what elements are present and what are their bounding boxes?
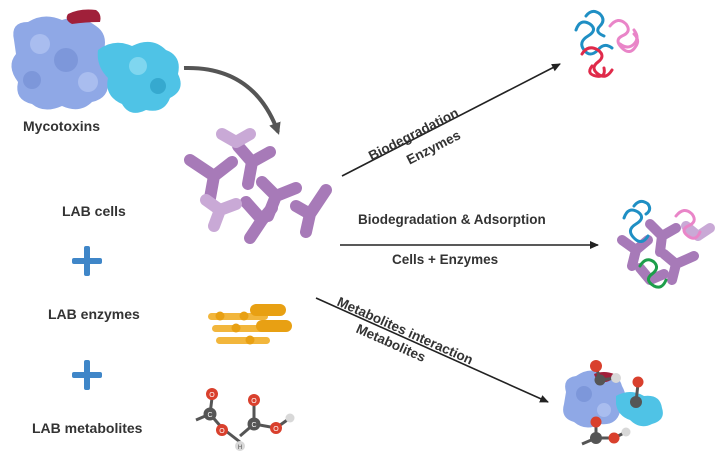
hydrogen-atom: H [238, 445, 242, 451]
plus-icon [72, 246, 102, 276]
carbon-atom: C [207, 412, 212, 419]
oxygen-atom: O [209, 392, 215, 399]
oxygen-atom: O [273, 426, 279, 433]
lab-cells-illustration [184, 128, 332, 244]
oxygen-atom: O [219, 428, 225, 435]
degraded-toxin-coils [574, 9, 640, 78]
lab-enzymes-label: LAB enzymes [48, 306, 140, 322]
mycotoxin-protein-illustration [11, 9, 181, 113]
arrow-metabolites-interaction [315, 297, 549, 403]
pathway-2-title: Biodegradation & Adsorption [358, 212, 546, 227]
curved-arrow [183, 65, 281, 135]
carbon-atom: C [251, 422, 256, 429]
lab-cells-label: LAB cells [62, 203, 126, 219]
mycotoxins-label: Mycotoxins [23, 118, 101, 134]
oxygen-atom: O [251, 398, 257, 405]
lab-cells-with-bound-toxins [617, 199, 715, 289]
lab-metabolites-illustration: O C O H O C O [195, 388, 295, 451]
plus-icon [72, 360, 102, 390]
lab-metabolites-label: LAB metabolites [32, 420, 143, 436]
protein-with-metabolites [563, 360, 663, 446]
lab-enzymes-illustration [208, 304, 292, 345]
arrow-biodegradation [341, 63, 561, 177]
pathway-2-subtitle: Cells + Enzymes [392, 252, 499, 267]
